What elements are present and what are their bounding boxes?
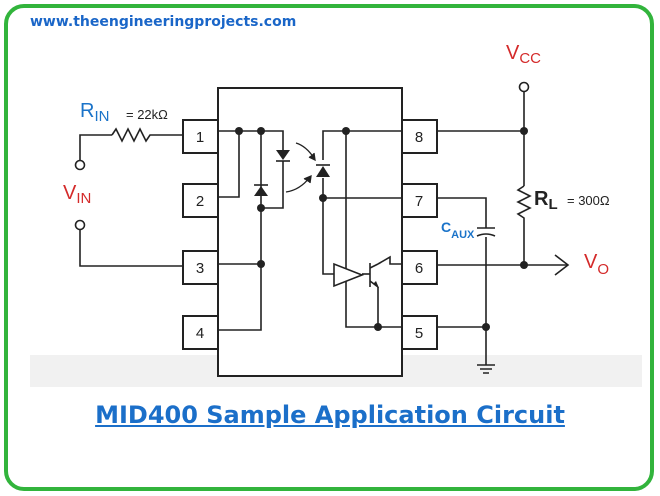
caux-plate-bottom [476,233,496,237]
vin-terminal-bottom [74,219,86,231]
vo-arrow [554,254,570,276]
pin-number-1: 1 [196,129,204,146]
pin-number-4: 4 [196,325,204,342]
rin-value: = 22kΩ [126,107,168,122]
photodiode-icon [316,164,330,177]
pin-box-4 [182,315,219,350]
wire-collector [377,255,402,265]
pin-box-6 [401,250,438,285]
pin-number-8: 8 [415,129,423,146]
diagram-caption: MID400 Sample Application Circuit [95,401,565,429]
rin-label: RIN [80,100,109,125]
wire-photodiode-bottom [322,178,334,275]
pin-number-7: 7 [415,193,423,210]
led-icon [276,150,290,162]
junction-dot [342,127,350,135]
pin-box-3 [182,250,219,285]
pin-number-3: 3 [196,260,204,277]
pin-number-2: 2 [196,193,204,210]
wire-diode-column [218,131,262,331]
pin-box-7 [401,183,438,218]
ic-body [217,87,403,377]
junction-dot [319,194,327,202]
website-url: www.theengineeringprojects.com [30,14,297,30]
resistor-rl [516,185,532,265]
caux-label: CAUX [441,219,475,241]
wire-vin-bottom [79,230,183,267]
vcc-label: VCC [506,42,541,67]
diode-icon [254,184,268,196]
light-arrows-icon [285,142,316,193]
pin-box-8 [401,119,438,154]
junction-dot [257,127,265,135]
wire-led-return [261,161,284,209]
amplifier-icon [333,262,365,288]
pin-box-5 [401,315,438,350]
pin-number-5: 5 [415,325,423,342]
pin-box-1 [182,119,219,154]
junction-dot [257,204,265,212]
rl-label: RL [534,188,558,213]
vcc-terminal [518,81,530,93]
junction-dot [374,323,382,331]
junction-dot [520,261,528,269]
wire-pin8-column [345,130,402,328]
junction-dot [235,127,243,135]
junction-dot [482,323,490,331]
transistor-emitter-arrow [373,281,379,288]
junction-dot [257,260,265,268]
vin-terminal-top [74,159,86,171]
wire-pin1-pin2 [218,131,240,198]
wire-vin-top [79,134,112,160]
pin-number-6: 6 [415,260,423,277]
junction-dot [520,127,528,135]
wire-photodiode-top [322,130,346,160]
ground-icon [477,364,495,374]
wire-caux-top [437,197,487,228]
resistor-rin [111,127,183,143]
rl-value: = 300Ω [567,193,610,208]
vin-label: VIN [63,182,91,207]
pin-box-2 [182,183,219,218]
vo-label: VO [584,251,609,278]
